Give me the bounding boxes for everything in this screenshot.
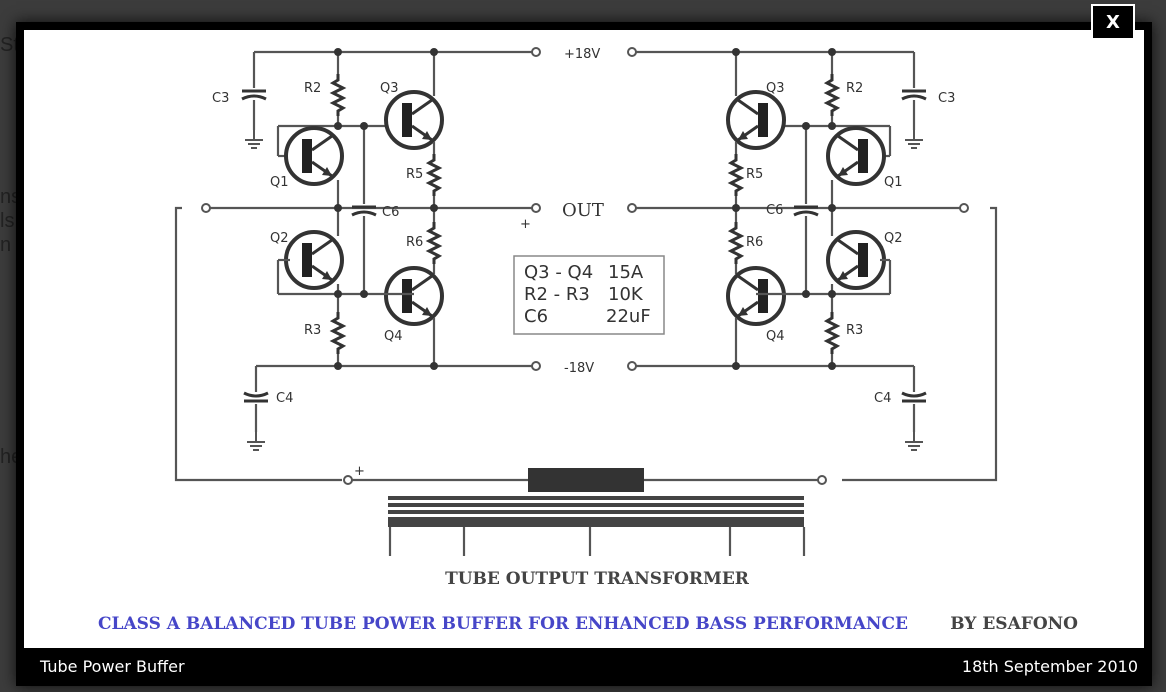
parts-table-box (513, 255, 665, 335)
label-c3: C3 (938, 91, 955, 106)
label-c3: C3 (212, 91, 229, 106)
label-q3: Q3 (766, 81, 785, 96)
label-out: OUT (562, 200, 604, 221)
schematic-drawing: +18V -18V OUT + + C3 R2 Q3 Q1 R5 C6 R6 Q… (98, 47, 1078, 634)
caption-date: 18th September 2010 (961, 657, 1138, 676)
label-r2: R2 (304, 81, 321, 96)
label-r6: R6 (406, 235, 423, 250)
label-r5: R5 (746, 167, 763, 182)
transformer (388, 468, 806, 556)
label-q4: Q4 (384, 329, 403, 344)
label-minus18: -18V (564, 361, 594, 376)
label-q2: Q2 (270, 231, 289, 246)
label-c4: C4 (276, 391, 293, 406)
label-c4: C4 (874, 391, 891, 406)
label-plus: + (520, 217, 531, 232)
transformer-label: TUBE OUTPUT TRANSFORMER (445, 569, 750, 589)
label-r3: R3 (304, 323, 321, 338)
label-q2: Q2 (884, 231, 903, 246)
label-r6: R6 (746, 235, 763, 250)
parts-table-part: R2 - R3 (524, 284, 590, 305)
label-c6: C6 (766, 203, 783, 218)
caption-bar: Tube Power Buffer 18th September 2010 (16, 648, 1152, 686)
close-button[interactable]: X (1091, 4, 1135, 40)
right-channel (627, 47, 969, 451)
label-c6: C6 (382, 205, 399, 220)
schematic-title: CLASS A BALANCED TUBE POWER BUFFER FOR E… (98, 614, 908, 634)
label-plus: + (354, 464, 365, 479)
label-q1: Q1 (884, 175, 903, 190)
left-channel (201, 47, 541, 451)
label-plus18: +18V (564, 47, 600, 62)
label-q4: Q4 (766, 329, 785, 344)
label-r2: R2 (846, 81, 863, 96)
label-r5: R5 (406, 167, 423, 182)
label-r3: R3 (846, 323, 863, 338)
caption-title: Tube Power Buffer (40, 657, 185, 676)
schematic-author: BY ESAFONO (950, 614, 1078, 634)
close-icon: X (1106, 11, 1120, 33)
schematic-image: +18V -18V OUT + + C3 R2 Q3 Q1 R5 C6 R6 Q… (24, 30, 1144, 648)
label-q1: Q1 (270, 175, 289, 190)
parts-table-value: 22uF (606, 306, 651, 327)
label-q3: Q3 (380, 81, 399, 96)
parts-table-value: 15A (608, 262, 644, 283)
parts-table-value: 10K (608, 284, 644, 305)
parts-table-part: C6 (524, 306, 548, 327)
parts-table-part: Q3 - Q4 (524, 262, 593, 283)
lightbox: +18V -18V OUT + + C3 R2 Q3 Q1 R5 C6 R6 Q… (16, 22, 1152, 686)
